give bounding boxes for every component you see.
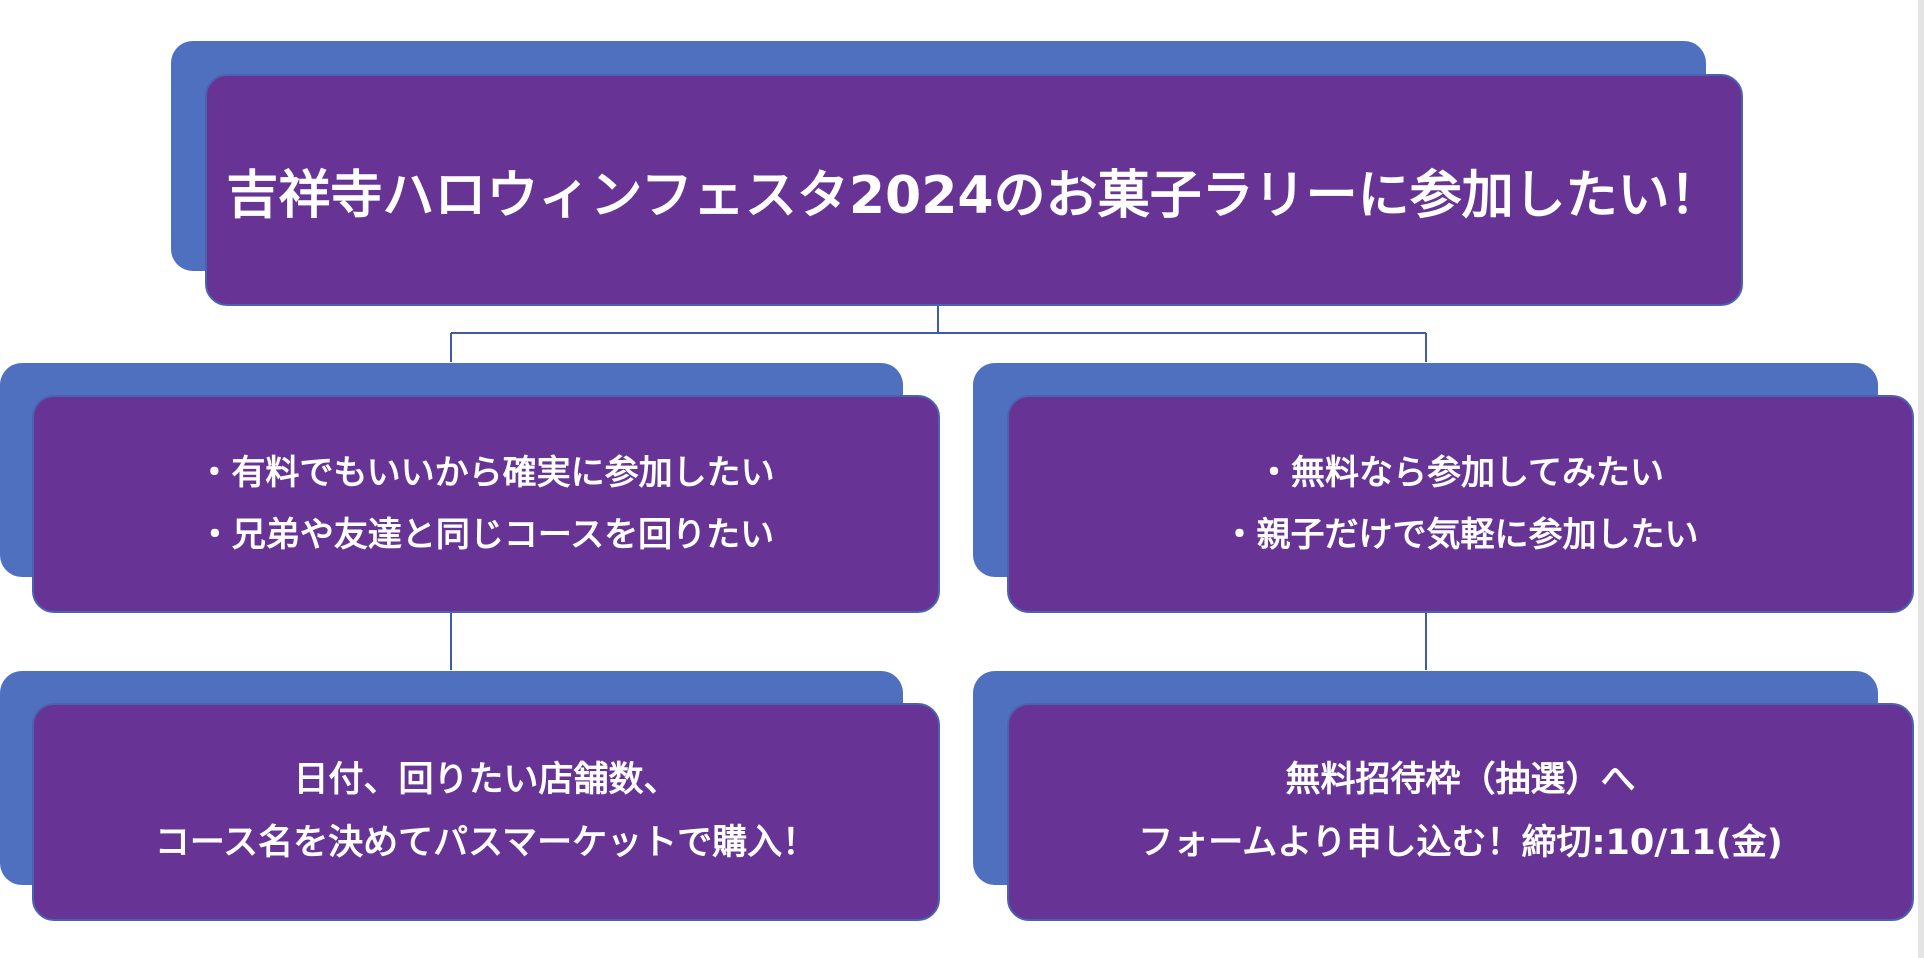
left-action-line-1: 日付、回りたい店舗数、 (293, 760, 679, 800)
top-node: 吉祥寺ハロウィンフェスタ2024のお菓子ラリーに参加したい！ (171, 41, 1743, 306)
right-condition-line-1: ・無料なら参加してみたい (1257, 453, 1664, 493)
top-node-text: 吉祥寺ハロウィンフェスタ2024のお菓子ラリーに参加したい！ (226, 165, 1722, 226)
right-condition-box: ・無料なら参加してみたい ・親子だけで気軽に参加したい (1007, 395, 1914, 613)
left-condition-node: ・有料でもいいから確実に参加したい ・兄弟や友達と同じコースを回りたい (0, 363, 940, 613)
right-action-box: 無料招待枠（抽選）へ フォームより申し込む！締切:10/11(金) (1007, 703, 1914, 921)
right-action-line-1: 無料招待枠（抽選）へ (1285, 760, 1636, 800)
right-action-line-2: フォームより申し込む！締切:10/11(金) (1138, 823, 1783, 863)
left-action-node: 日付、回りたい店舗数、 コース名を決めてパスマーケットで購入！ (0, 671, 940, 921)
right-action-node: 無料招待枠（抽選）へ フォームより申し込む！締切:10/11(金) (973, 671, 1914, 921)
right-condition-line-2: ・親子だけで気軽に参加したい (1222, 515, 1699, 555)
top-node-box: 吉祥寺ハロウィンフェスタ2024のお菓子ラリーに参加したい！ (205, 74, 1743, 306)
right-condition-node: ・無料なら参加してみたい ・親子だけで気軽に参加したい (973, 363, 1914, 613)
vertical-scrollbar[interactable] (1918, 0, 1924, 958)
left-condition-line-2: ・兄弟や友達と同じコースを回りたい (197, 515, 775, 555)
left-action-box: 日付、回りたい店舗数、 コース名を決めてパスマーケットで購入！ (32, 703, 940, 921)
left-condition-line-1: ・有料でもいいから確実に参加したい (197, 453, 775, 493)
left-condition-box: ・有料でもいいから確実に参加したい ・兄弟や友達と同じコースを回りたい (32, 395, 940, 613)
left-action-line-2: コース名を決めてパスマーケットで購入！ (154, 823, 818, 863)
